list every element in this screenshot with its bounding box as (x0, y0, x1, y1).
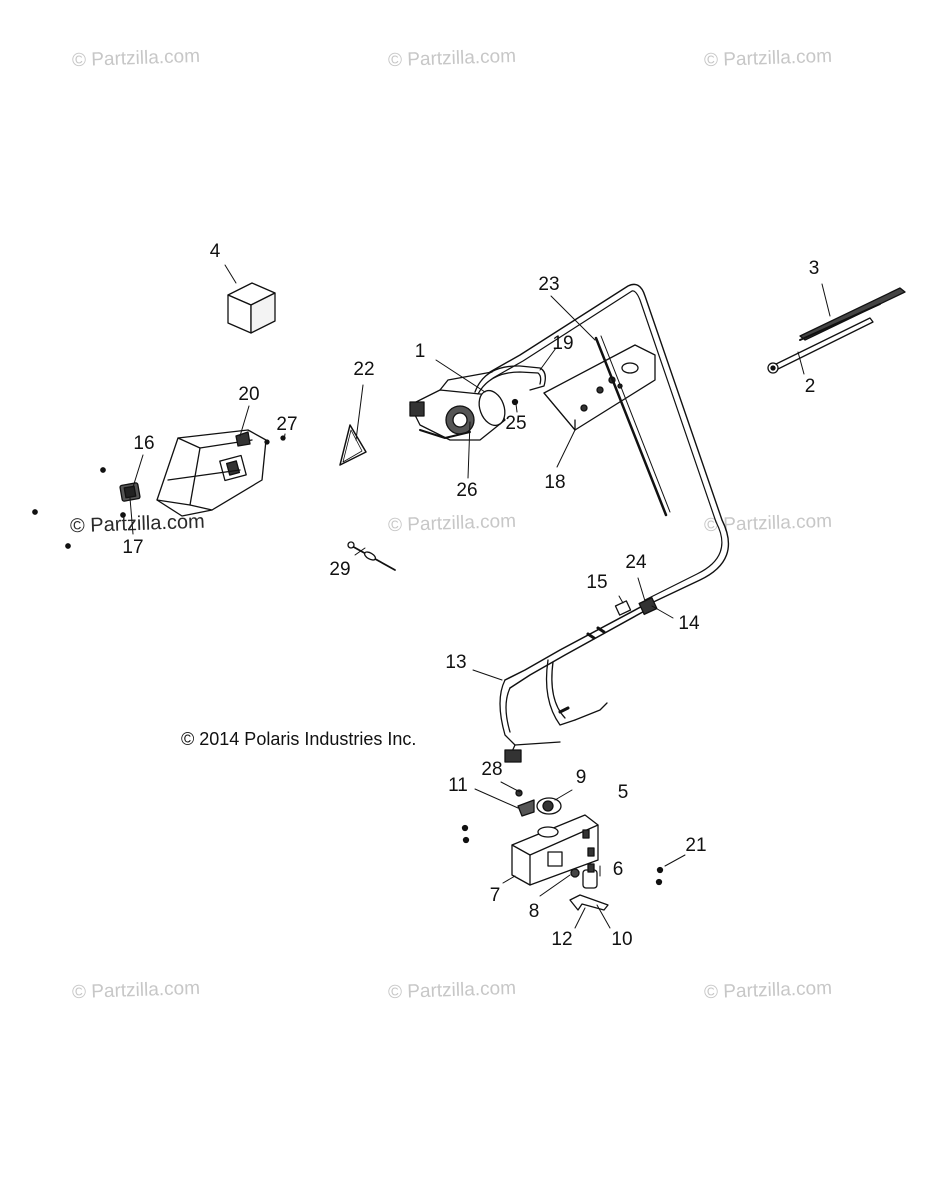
part-15-connector (614, 600, 632, 616)
part-18-bracket (543, 344, 656, 431)
part-10-bracket (569, 894, 609, 911)
part-3-wiper-blade (799, 287, 906, 341)
part-16-switch (119, 482, 141, 502)
callout-17: 17 (122, 537, 144, 558)
callout-23: 23 (538, 274, 560, 295)
callout-3: 3 (808, 258, 820, 279)
part-29-cable (347, 541, 396, 571)
callout-25: 25 (505, 413, 527, 434)
callout-22: 22 (353, 359, 375, 380)
callout-14: 14 (678, 613, 700, 634)
part-11-clip (517, 799, 535, 817)
part-14-connector (638, 596, 658, 616)
callout-9: 9 (575, 767, 587, 788)
callout-6: 6 (612, 859, 624, 880)
callout-28: 28 (481, 759, 503, 780)
callout-19: 19 (552, 333, 574, 354)
part-19-hose (474, 365, 546, 395)
small-fasteners (32, 398, 664, 886)
part-1-wiper-motor (409, 371, 506, 441)
callout-24: 24 (625, 552, 647, 573)
part-23-tube (489, 283, 730, 607)
callout-1: 1 (414, 341, 426, 362)
callout-8: 8 (528, 901, 540, 922)
callout-29: 29 (329, 559, 351, 580)
callout-4: 4 (209, 241, 221, 262)
callout-21: 21 (685, 835, 707, 856)
callout-15: 15 (586, 572, 608, 593)
callout-13: 13 (445, 652, 467, 673)
callout-12: 12 (551, 929, 573, 950)
callout-10: 10 (611, 929, 633, 950)
part-28-fastener (515, 789, 523, 797)
callout-7: 7 (489, 885, 501, 906)
leader-lines (129, 264, 831, 929)
part-20-housing (156, 429, 267, 517)
part-4-box (227, 282, 276, 334)
callout-11: 11 (448, 775, 468, 796)
callout-2: 2 (804, 376, 816, 397)
copyright-notice: © 2014 Polaris Industries Inc. (181, 729, 417, 749)
callout-20: 20 (238, 384, 260, 405)
part-9-cap (536, 797, 562, 815)
part-13-harness (499, 601, 651, 763)
part-8-grommet (570, 868, 580, 878)
part-6-pump (582, 863, 598, 889)
callout-18: 18 (544, 472, 566, 493)
callout-26: 26 (456, 480, 478, 501)
part-22-triangle (339, 424, 367, 466)
part-7-reservoir (511, 814, 599, 886)
callout-16: 16 (133, 433, 155, 454)
callout-5: 5 (617, 782, 629, 803)
part-2-wiper-arm (767, 317, 874, 374)
callout-27: 27 (276, 414, 298, 435)
